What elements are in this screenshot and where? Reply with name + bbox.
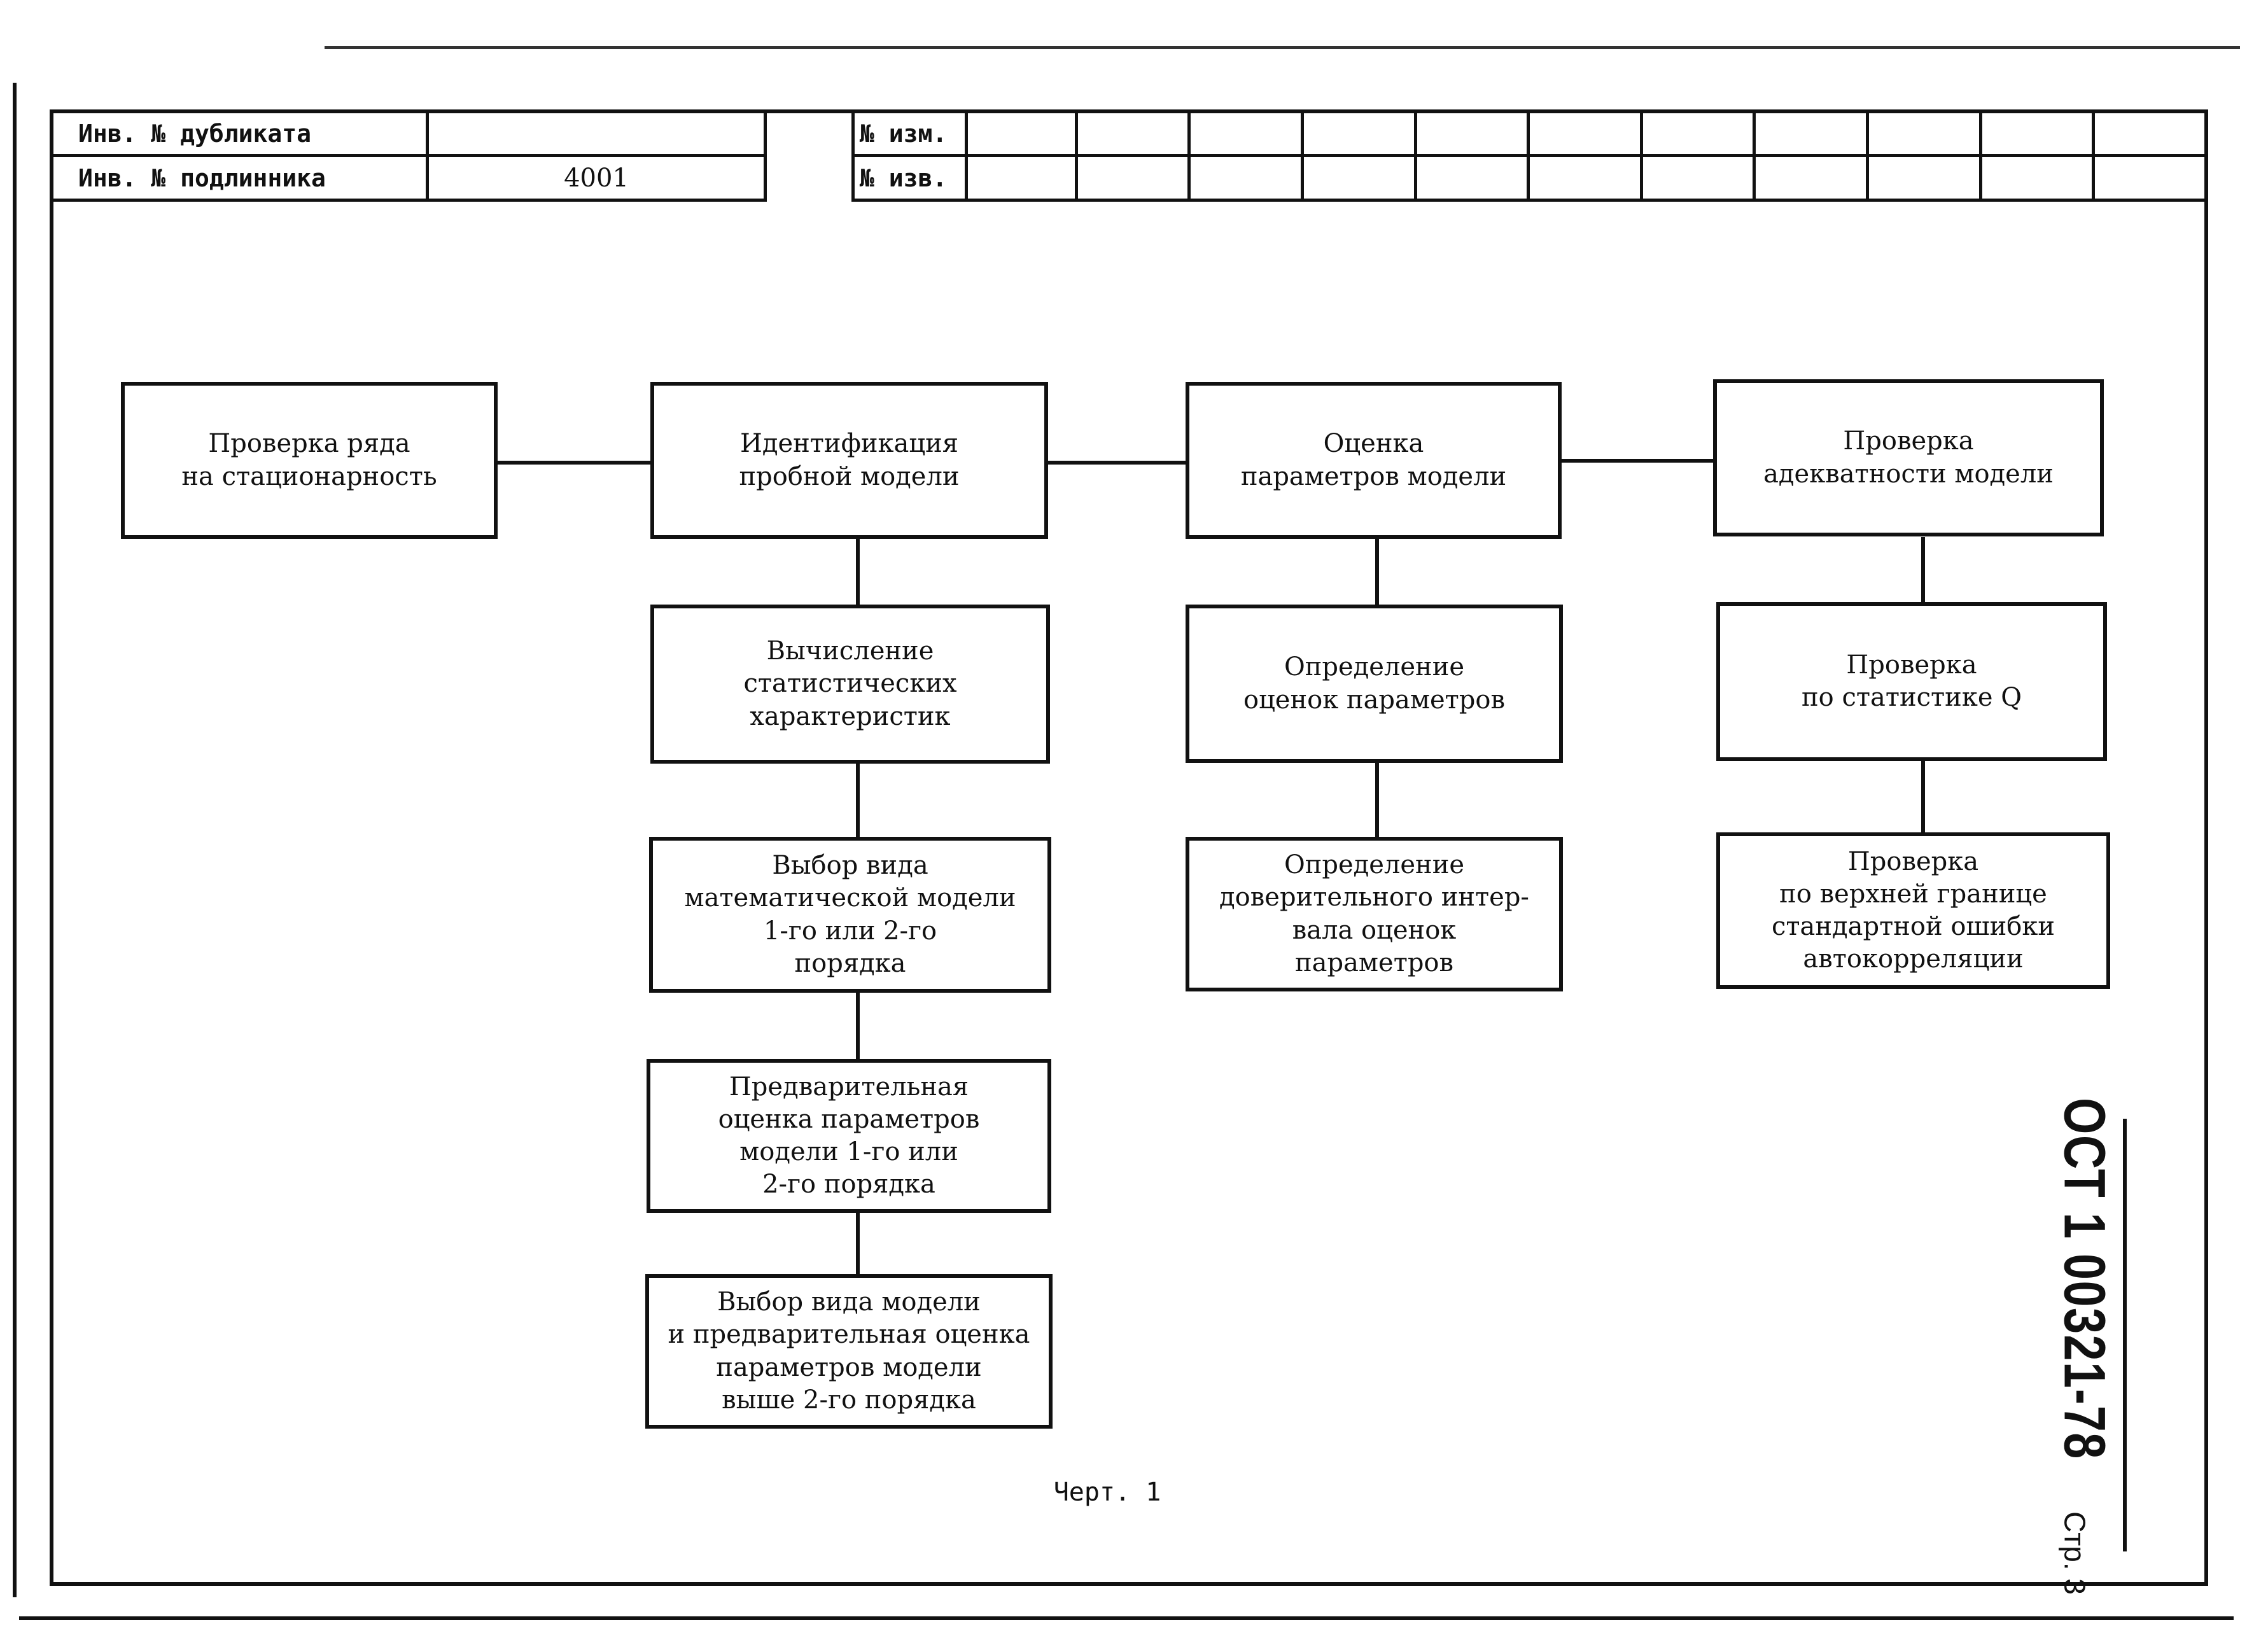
orig-value: 4001 <box>426 154 767 202</box>
stamp-rule <box>2123 1119 2127 1551</box>
box-q-stat: Проверка по статистике Q <box>1716 602 2107 761</box>
box-higher-order-text: Выбор вида модели и предварительная оцен… <box>668 1287 1030 1415</box>
box-adequacy-text: Проверка адекватности модели <box>1763 426 2054 489</box>
box-prelim-estimate: Предварительная оценка параметров модели… <box>647 1059 1051 1213</box>
box-model-choice: Выбор вида математической модели 1-го ил… <box>649 837 1051 993</box>
figure-caption: Черт. 1 <box>1053 1478 1161 1507</box>
orig-label: Инв. № подлинника <box>50 154 429 202</box>
box-estimates: Определение оценок параметров <box>1186 605 1563 763</box>
bottom-border-line <box>19 1616 2234 1620</box>
box-identification-text: Идентификация пробной модели <box>739 429 960 491</box>
box-upper-bound: Проверка по верхней границе стандартной … <box>1716 832 2110 989</box>
left-border-line <box>13 83 17 1597</box>
box-confidence-text: Определение доверительного интер- вала о… <box>1219 850 1529 977</box>
box-adequacy: Проверка адекватности модели <box>1713 379 2104 536</box>
revision-cell <box>2092 154 2208 202</box>
box-prelim-estimate-text: Предварительная оценка параметров модели… <box>718 1072 980 1200</box>
box-stat-chars-text: Вычисление статистических характеристик <box>743 636 957 731</box>
box-param-estimation-text: Оценка параметров модели <box>1240 429 1507 491</box>
box-upper-bound-text: Проверка по верхней границе стандартной … <box>1771 846 2055 974</box>
box-q-stat-text: Проверка по статистике Q <box>1802 650 2022 712</box>
box-estimates-text: Определение оценок параметров <box>1243 652 1505 715</box>
box-model-choice-text: Выбор вида математической модели 1-го ил… <box>684 851 1016 978</box>
doc-code: ОСТ 1 00321-78 <box>2052 1098 2117 1460</box>
top-border-line <box>325 46 2240 49</box>
box-identification: Идентификация пробной модели <box>650 382 1048 539</box>
box-stationarity-text: Проверка ряда на стационарность <box>181 429 437 491</box>
box-confidence: Определение доверительного интер- вала о… <box>1186 837 1563 991</box>
document-stamp: ОСТ 1 00321-78Стр. 3 <box>2005 1098 2164 1595</box>
box-stationarity: Проверка ряда на стационарность <box>121 382 498 539</box>
box-higher-order: Выбор вида модели и предварительная оцен… <box>645 1274 1053 1429</box>
page-label: Стр. 3 <box>2058 1511 2092 1595</box>
box-stat-chars: Вычисление статистических характеристик <box>650 605 1050 764</box>
box-param-estimation: Оценка параметров модели <box>1186 382 1562 539</box>
